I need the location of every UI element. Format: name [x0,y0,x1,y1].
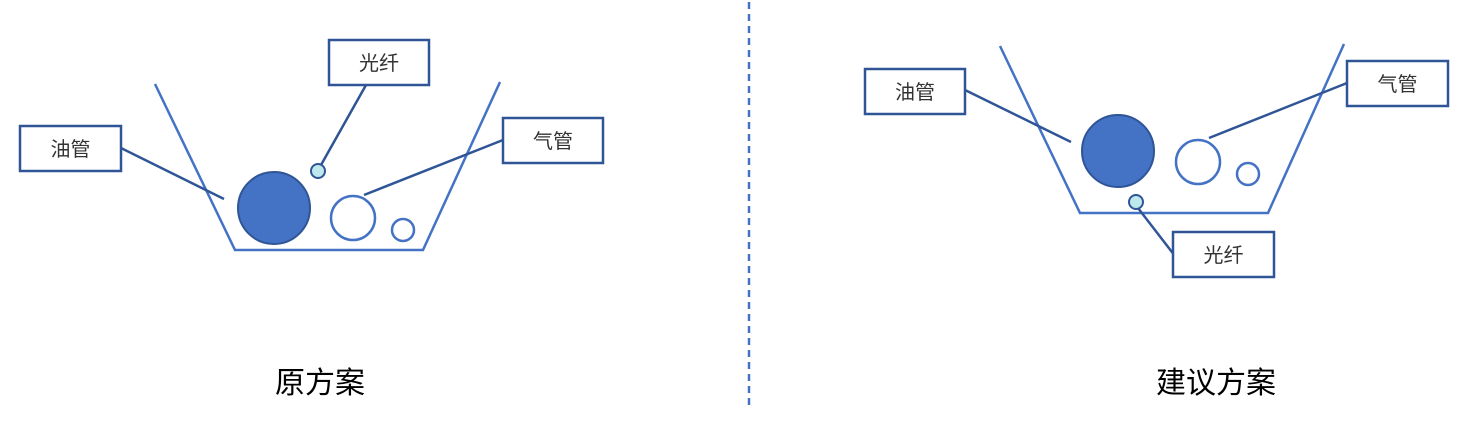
right-gas-pipe-leader [1208,81,1348,140]
right-label-oil-pipe-text: 油管 [895,80,935,104]
left-label-oil-pipe-text: 油管 [51,137,91,161]
right-gas-pipe-large [1174,138,1222,186]
left-gas-pipe-leader [363,138,504,197]
left-fiber [310,163,326,179]
left-label-oil-pipe: 油管 [18,124,123,173]
right-label-oil-pipe: 油管 [863,67,967,116]
left-gas-pipe-large [329,194,377,242]
right-fiber [1128,194,1144,210]
right-label-fiber-text: 光纤 [1204,243,1244,267]
left-trench-outline [153,81,502,252]
right-fiber-leader [1137,207,1176,257]
left-label-gas-pipe: 气管 [501,116,605,165]
right-trench-outline [998,43,1346,215]
right-oil-pipe [1081,114,1155,188]
right-oil-pipe-leader [964,88,1072,144]
left-oil-pipe-leader [120,146,225,201]
right-label-gas-pipe-text: 气管 [1378,72,1418,96]
right-label-gas-pipe: 气管 [1345,59,1450,108]
right-gas-pipe-small [1235,161,1261,187]
left-caption: 原方案 [275,366,365,401]
left-label-gas-pipe-text: 气管 [533,129,573,153]
left-fiber-leader [319,84,368,166]
right-panel: 油管 光纤 气管 建议方案 [863,43,1450,401]
left-oil-pipe [237,171,311,245]
right-label-fiber: 光纤 [1171,230,1276,279]
left-panel: 油管 光纤 气管 原方案 [18,38,605,401]
right-caption: 建议方案 [1156,366,1276,401]
left-label-fiber: 光纤 [327,38,431,87]
left-gas-pipe-small [390,217,416,243]
left-label-fiber-text: 光纤 [359,51,399,75]
